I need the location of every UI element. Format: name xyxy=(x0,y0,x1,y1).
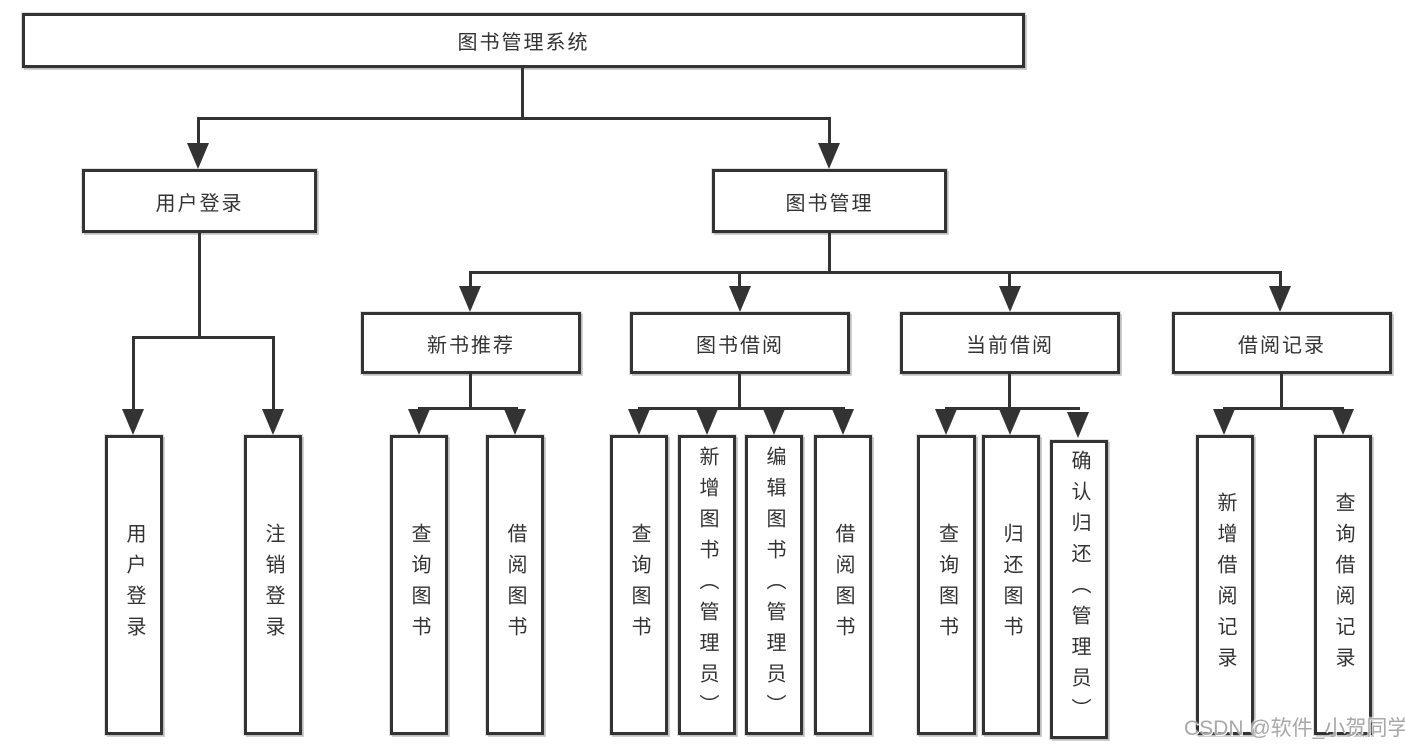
leaf-query-book-2: 查询图书 xyxy=(610,435,668,735)
connector-user-login-bus xyxy=(132,336,275,339)
leaf-edit-book-admin-label: 编辑图书（管理员） xyxy=(763,445,785,725)
leaf-query-book-2-label: 查询图书 xyxy=(628,523,650,647)
leaf-query-book-1: 查询图书 xyxy=(390,435,448,735)
arrowhead-leaf-borrow2 xyxy=(832,409,854,435)
leaf-confirm-return-admin-label: 确认归还（管理员） xyxy=(1068,450,1090,729)
leaf-borrow-book-1: 借阅图书 xyxy=(486,435,544,735)
arrowhead-leaf-confirm-return xyxy=(1067,412,1089,438)
leaf-logout-label: 注销登录 xyxy=(262,523,284,647)
connector-drop-leaf-logout xyxy=(272,336,275,412)
leaf-query-borrow-record: 查询借阅记录 xyxy=(1314,435,1372,735)
connector-drop-borrow-record xyxy=(1279,271,1282,288)
csdn-watermark: CSDN @软件_小贺同学 xyxy=(1184,717,1405,740)
node-borrow-record-label: 借阅记录 xyxy=(1238,334,1326,357)
connector-drop-user-login xyxy=(197,117,200,147)
leaf-user-login-label: 用户登录 xyxy=(123,523,145,647)
leaf-return-book: 归还图书 xyxy=(982,435,1040,735)
arrowhead-leaf-logout xyxy=(262,409,284,435)
leaf-add-book-admin: 新增图书（管理员） xyxy=(678,435,736,735)
leaf-query-book-1-label: 查询图书 xyxy=(408,523,430,647)
node-current-borrow-label: 当前借阅 xyxy=(966,334,1054,357)
connector-book-borrow-stem xyxy=(738,374,741,410)
node-current-borrow: 当前借阅 xyxy=(900,312,1120,374)
leaf-user-login: 用户登录 xyxy=(105,435,163,735)
arrowhead-book-borrow xyxy=(729,286,751,312)
node-user-login-label: 用户登录 xyxy=(155,192,244,215)
node-new-book-rec-label: 新书推荐 xyxy=(427,334,515,357)
arrowhead-book-mgmt xyxy=(818,143,840,169)
arrowhead-leaf-add-book xyxy=(696,409,718,435)
node-root-label: 图书管理系统 xyxy=(457,32,590,54)
arrowhead-current-borrow xyxy=(999,286,1021,312)
arrowhead-borrow-record xyxy=(1269,286,1291,312)
arrowhead-leaf-add-record xyxy=(1213,409,1235,435)
leaf-query-borrow-record-label: 查询借阅记录 xyxy=(1332,492,1354,678)
connector-drop-leaf-login xyxy=(132,336,135,412)
connector-borrow-record-stem xyxy=(1280,374,1283,410)
node-borrow-record: 借阅记录 xyxy=(1172,312,1392,374)
leaf-add-book-admin-label: 新增图书（管理员） xyxy=(696,445,718,725)
node-new-book-rec: 新书推荐 xyxy=(361,312,581,374)
leaf-return-book-label: 归还图书 xyxy=(1000,523,1022,647)
arrowhead-leaf-edit-book xyxy=(763,409,785,435)
arrowhead-leaf-borrow1 xyxy=(504,409,526,435)
leaf-add-borrow-record-label: 新增借阅记录 xyxy=(1214,492,1236,678)
arrowhead-leaf-query3 xyxy=(935,409,957,435)
connector-user-login-stem xyxy=(198,233,201,339)
connector-new-book-stem xyxy=(469,374,472,410)
leaf-add-borrow-record: 新增借阅记录 xyxy=(1196,435,1254,735)
leaf-logout: 注销登录 xyxy=(244,435,302,735)
connector-book-borrow-bus xyxy=(638,407,845,410)
connector-current-borrow-stem xyxy=(1008,374,1011,410)
connector-book-mgmt-stem xyxy=(828,233,831,274)
connector-drop-new-book xyxy=(469,271,472,288)
connector-current-borrow-bus xyxy=(945,407,1080,410)
node-book-borrow-label: 图书借阅 xyxy=(696,334,784,357)
arrowhead-leaf-login xyxy=(122,409,144,435)
node-book-borrow: 图书借阅 xyxy=(630,312,850,374)
connector-level3-bus xyxy=(469,271,1282,274)
arrowhead-leaf-query2 xyxy=(628,409,650,435)
connector-level2-bus xyxy=(197,117,831,120)
arrowhead-user-login xyxy=(187,143,209,169)
node-root: 图书管理系统 xyxy=(22,13,1025,68)
leaf-borrow-book-2: 借阅图书 xyxy=(814,435,872,735)
connector-drop-book-borrow xyxy=(738,271,741,288)
arrowhead-leaf-return xyxy=(999,409,1021,435)
leaf-edit-book-admin: 编辑图书（管理员） xyxy=(745,435,803,735)
arrowhead-leaf-query1 xyxy=(408,409,430,435)
connector-borrow-record-bus xyxy=(1223,407,1344,410)
node-user-login: 用户登录 xyxy=(82,169,317,233)
connector-new-book-bus xyxy=(418,407,518,410)
leaf-query-book-3-label: 查询图书 xyxy=(935,523,958,647)
arrowhead-leaf-query-record xyxy=(1332,409,1354,435)
leaf-confirm-return-admin: 确认归还（管理员） xyxy=(1050,440,1108,739)
leaf-query-book-3: 查询图书 xyxy=(917,435,976,735)
node-book-mgmt-label: 图书管理 xyxy=(785,192,874,215)
leaf-borrow-book-1-label: 借阅图书 xyxy=(504,523,526,647)
connector-drop-book-mgmt xyxy=(828,117,831,147)
node-book-mgmt: 图书管理 xyxy=(712,169,947,233)
connector-root-stem xyxy=(521,68,524,117)
connector-drop-current-borrow xyxy=(1008,271,1011,288)
arrowhead-new-book xyxy=(459,286,481,312)
leaf-borrow-book-2-label: 借阅图书 xyxy=(832,523,854,647)
